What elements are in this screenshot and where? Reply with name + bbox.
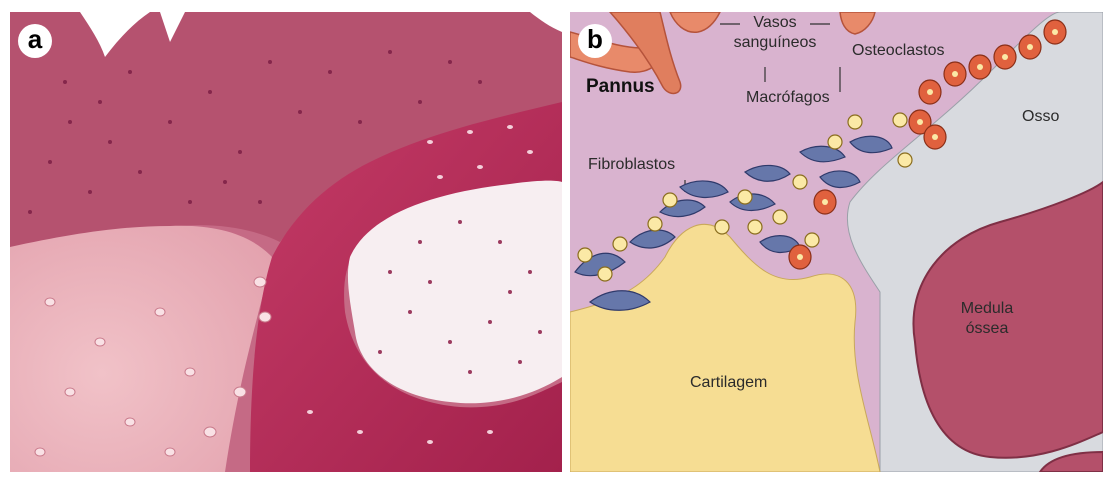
label-macrofagos: Macrófagos <box>746 89 830 107</box>
pannus-diagram-panel: b Vasos sanguíneos Osteoclastos Pannus M… <box>570 12 1103 472</box>
label-cartilagem: Cartilagem <box>690 374 767 392</box>
histology-micrograph-panel: a <box>10 12 562 472</box>
label-medula: Medula <box>942 300 1032 318</box>
label-fibroblastos: Fibroblastos <box>588 156 675 174</box>
label-osso: Osso <box>1022 108 1059 126</box>
label-osteoclastos: Osteoclastos <box>852 42 944 60</box>
histology-micrograph <box>10 12 562 472</box>
label-ossea: óssea <box>942 320 1032 338</box>
label-sanguineos: sanguíneos <box>720 34 830 52</box>
label-vasos: Vasos <box>740 14 810 32</box>
panel-b-letter: b <box>578 24 612 58</box>
panel-a-letter: a <box>18 24 52 58</box>
label-pannus: Pannus <box>586 78 655 96</box>
